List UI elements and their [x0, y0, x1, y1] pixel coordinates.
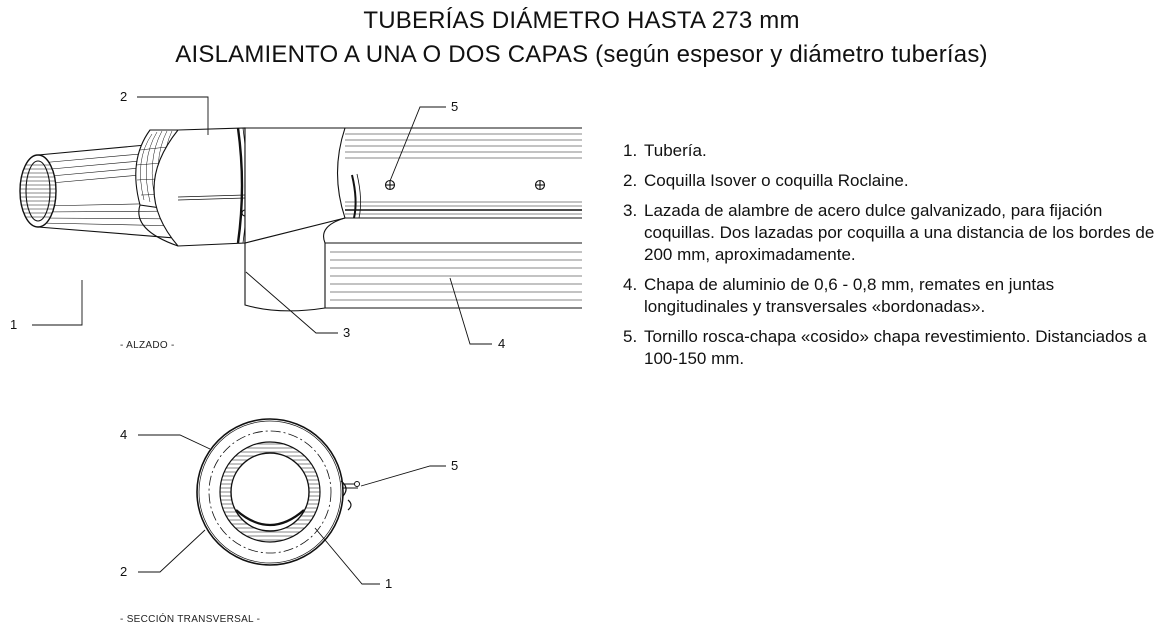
legend-item-text: Tornillo rosca-chapa «cosido» chapa reve…	[644, 327, 1147, 368]
elevation-leaders	[32, 96, 492, 345]
legend-item: 3. Lazada de alambre de acero dulce galva…	[623, 200, 1158, 266]
insulation-shell	[138, 127, 246, 247]
legend-item-number: 2.	[623, 171, 638, 190]
section-callout-1: 1	[385, 576, 392, 591]
legend-item: 2. Coquilla Isover o coquilla Roclaine.	[623, 170, 1158, 192]
title-line-2: AISLAMIENTO A UNA O DOS CAPAS (según esp…	[175, 41, 988, 68]
elevation-view-label: - ALZADO -	[120, 340, 175, 351]
elevation-callout-4: 4	[498, 336, 505, 351]
aluminium-cladding	[244, 127, 582, 312]
section-leaders	[138, 434, 446, 585]
section-insulation-boundary	[208, 430, 332, 554]
legend-item: 4. Chapa de aluminio de 0,6 - 0,8 mm, rem…	[623, 274, 1158, 318]
section-callout-4: 4	[120, 427, 127, 442]
elevation-callout-5: 5	[451, 99, 458, 114]
screw-heads	[384, 179, 546, 191]
section-callout-5: 5	[451, 458, 458, 473]
legend-item-text: Coquilla Isover o coquilla Roclaine.	[644, 171, 909, 190]
section-view-label: - SECCIÓN TRANSVERSAL -	[120, 612, 260, 625]
legend-list: 1. Tubería. 2. Coquilla Isover o coquilla …	[623, 140, 1158, 378]
elevation-callout-2: 2	[120, 89, 127, 104]
section-pipe-bore	[230, 452, 310, 532]
legend-item-text: Lazada de alambre de acero dulce galvani…	[644, 201, 1155, 264]
elevation-callout-1: 1	[10, 317, 17, 332]
elevation-callout-3: 3	[343, 325, 350, 340]
legend-item: 1. Tubería.	[623, 140, 1158, 162]
section-callout-2: 2	[120, 564, 127, 579]
legend-item-number: 4.	[623, 275, 638, 294]
legend-item-number: 1.	[623, 141, 638, 160]
title-line-1: TUBERÍAS DIÁMETRO HASTA 273 mm	[363, 7, 800, 34]
legend-item-number: 5.	[623, 327, 638, 346]
legend-item-text: Tubería.	[644, 141, 707, 160]
legend-item-text: Chapa de aluminio de 0,6 - 0,8 mm, remat…	[644, 275, 1055, 316]
legend-item: 5. Tornillo rosca-chapa «cosido» chapa re…	[623, 326, 1158, 370]
section-view	[138, 418, 446, 585]
legend-item-number: 3.	[623, 201, 638, 220]
elevation-view	[19, 96, 582, 345]
section-cladding-ring	[196, 418, 344, 566]
